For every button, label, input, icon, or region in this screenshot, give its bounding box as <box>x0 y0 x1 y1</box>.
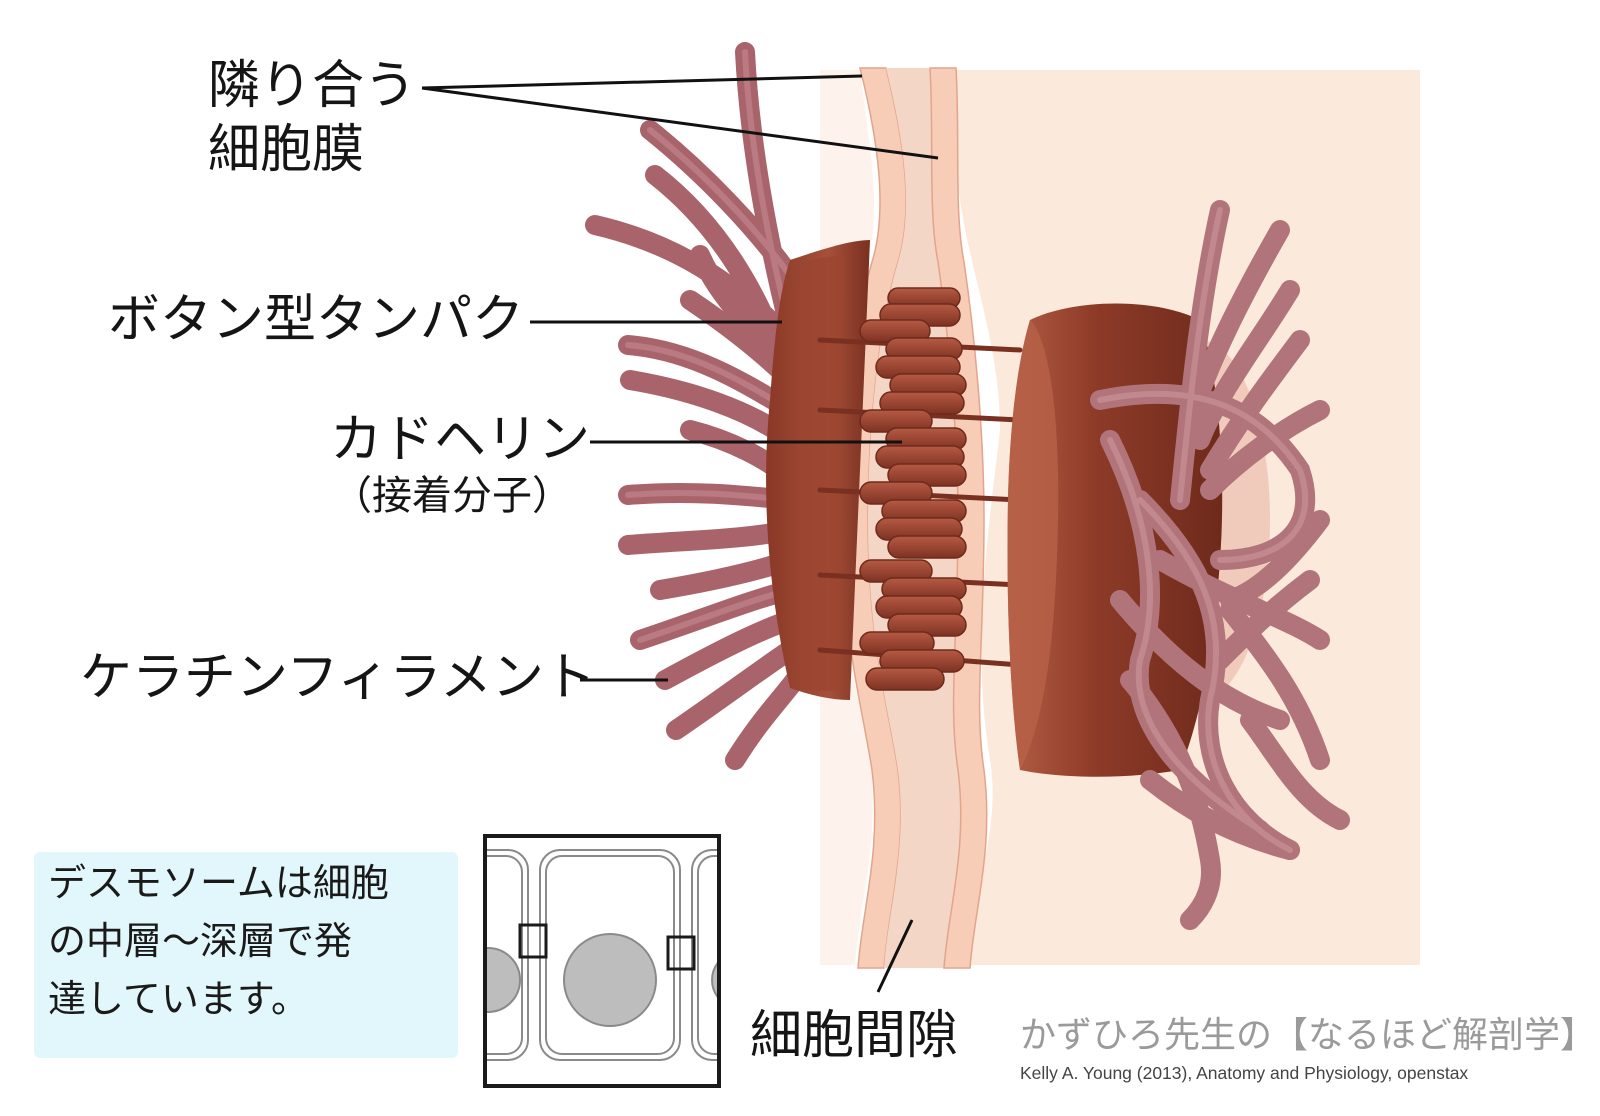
left-plaque <box>766 240 870 700</box>
left-keratin-filaments <box>585 42 810 770</box>
leader-lines <box>421 74 939 993</box>
credit-title: かずひろ先生の【なるほど解剖学】 <box>1020 1015 1597 1056</box>
label-button-protein: ボタン型タンパク <box>108 290 525 350</box>
credit-source: Kelly A. Young (2013), Anatomy and Physi… <box>1020 1063 1469 1083</box>
inset-cell-diagram <box>483 834 721 1088</box>
note-line-3: 達しています。 <box>48 977 310 1021</box>
cadherin-molecules <box>859 287 967 691</box>
label-cadherin-note: （接着分子） <box>332 473 572 519</box>
label-intercellular-space: 細胞間隙 <box>750 1006 959 1066</box>
note-box <box>34 852 458 1058</box>
label-adjacent-membranes-line2: 細胞膜 <box>208 120 365 180</box>
label-keratin-filament: ケラチンフィラメント <box>80 648 596 708</box>
note-line-2: の中層～深層で発 <box>48 919 353 963</box>
note-line-1: デスモソームは細胞 <box>48 861 389 905</box>
label-adjacent-membranes-line1: 隣り合う <box>208 56 417 116</box>
label-cadherin: カドヘリン <box>330 410 591 470</box>
